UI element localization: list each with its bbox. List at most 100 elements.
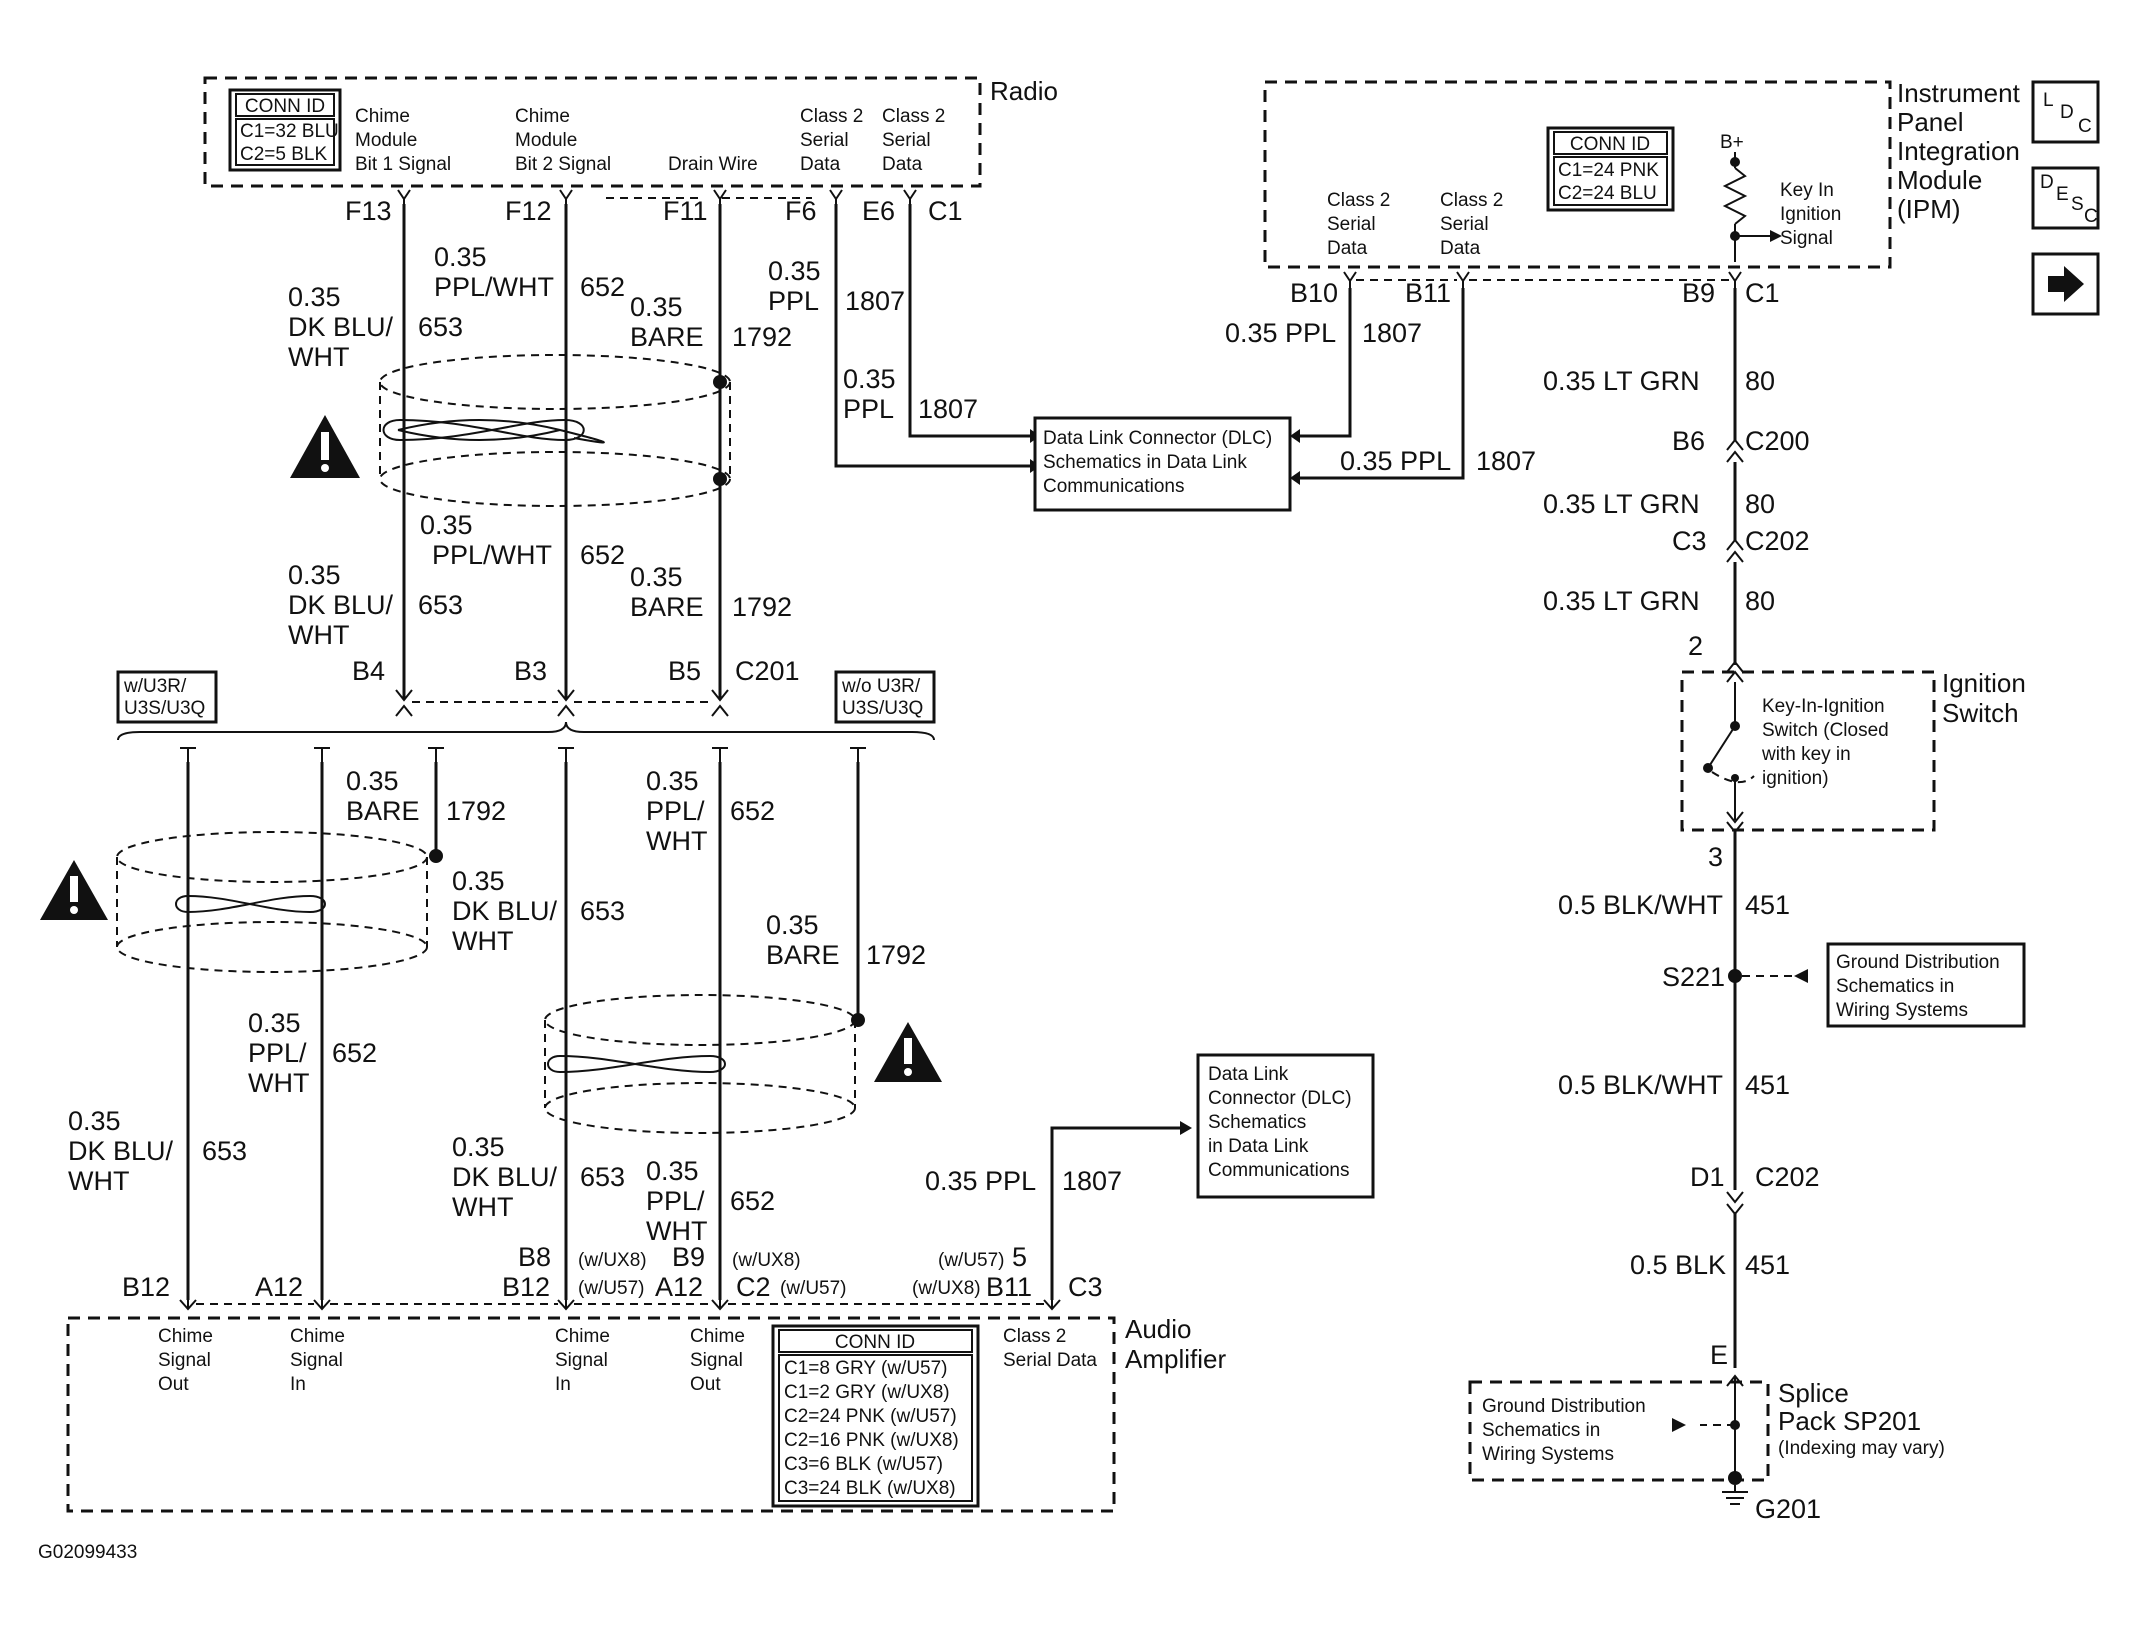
connector-pin: 2 [1688,631,1703,661]
next-arrow-icon[interactable] [2031,252,2100,316]
radio-pin: F12 [505,196,552,226]
ground-label: G201 [1755,1494,1821,1524]
audio-amplifier: Audio Amplifier Chime Signal Out Chime S… [66,1314,1226,1513]
amp-pin-desc: Class 2 [1003,1326,1066,1347]
wire-size-color: 0.5 BLK/WHT [1558,890,1723,920]
wire-size: 0.35 [646,766,699,796]
lower-shield-right [544,994,865,1134]
wire-number: 451 [1745,1250,1790,1280]
amp-conn-id-line: C1=8 GRY (w/U57) [784,1358,948,1379]
connector-label: C200 [1745,426,1810,456]
wire-number: 1792 [732,592,792,622]
desc-icon[interactable]: D E S C [2031,166,2100,230]
wire-size: 0.35 [452,866,505,896]
ipm-pin-label: Signal [1780,228,1833,249]
amp-pin-note: (w/UX8) [912,1278,981,1299]
ipm-title: Integration [1897,136,2020,166]
radio-pin: C1 [928,196,963,226]
radio-pin: F6 [785,196,817,226]
radio-pin-label: Class 2 [882,106,945,127]
ipm-title: Panel [1897,107,1964,137]
c201-pin: B3 [514,656,547,686]
radio-conn-id-header: CONN ID [245,96,325,117]
option-right: w/o U3R/ U3S/U3Q [834,670,936,724]
ground-box-text: Ground Distribution [1836,952,2000,973]
wire-number: 1807 [1062,1166,1122,1196]
dlc-box-text: Connector (DLC) [1208,1088,1352,1109]
wire-number: 451 [1745,890,1790,920]
amp-pin-desc: Chime [290,1326,345,1347]
splice-pack-sp201: Splice Pack SP201 (Indexing may vary) Gr… [1468,1378,1945,1482]
connector-label: C202 [1755,1162,1820,1192]
warning-icon [290,415,360,478]
c201-pin: B5 [668,656,701,686]
amp-conn-id-line: C2=24 PNK (w/U57) [784,1406,957,1427]
wire-number: 80 [1745,489,1775,519]
wire-color: DK BLU/ [68,1136,174,1166]
dlc-box-text: Data Link Connector (DLC) [1043,428,1272,449]
icon-letter: C [2078,116,2092,137]
radio-conn-id-line: C1=32 BLU [240,121,339,142]
ipm-conn-id: CONN ID C1=24 PNK C2=24 BLU [1546,126,1675,212]
wire-color: WHT [288,620,349,650]
ldc-icon[interactable]: L D C [2031,80,2100,144]
radio-pin-label: Chime [515,106,570,127]
radio-pin-label: Drain Wire [668,154,758,175]
ipm-resistor [1722,152,1782,262]
amp-pin-desc: Out [690,1374,721,1395]
ipm-bplus-label: B+ [1720,132,1744,153]
dlc-box-text: Schematics in Data Link [1043,452,1247,473]
option-label: w/U3R/ [123,676,187,697]
wire-size: 0.35 [346,766,399,796]
ipm-pin: B11 [1405,278,1451,308]
radio-pin: F11 [663,196,708,226]
amp-conn-id-line: C3=24 BLK (w/UX8) [784,1478,956,1499]
ipm-pin-label: Data [1327,238,1368,259]
dlc-box-text: Data Link [1208,1064,1289,1085]
wire-size-color: 0.35 PPL [1225,318,1336,348]
amp-pin-desc: Chime [158,1326,213,1347]
amp-pin-desc: Out [158,1374,189,1395]
wire-size: 0.35 [630,562,683,592]
splice-label: S221 [1662,962,1725,992]
wire-color: DK BLU/ [452,896,558,926]
amp-pin-desc: Signal [290,1350,343,1371]
ground-box-text: Wiring Systems [1482,1444,1614,1465]
amp-pin: 5 [1012,1242,1027,1272]
upper-shield [379,354,731,507]
radio-title: Radio [990,76,1058,106]
upper-wire-labels: 0.35 DK BLU/ WHT 653 0.35 PPL/WHT 652 0.… [288,242,978,686]
wire-number: 1807 [1476,446,1536,476]
wire-size-color: 0.35 LT GRN [1543,586,1700,616]
ipm-pin: B10 [1290,278,1338,308]
radio-component: Radio CONN ID C1=32 BLU C2=5 BLK Chime M… [203,76,1058,226]
wire-number: 1792 [866,940,926,970]
ipm-component: Instrument Panel Integration Module (IPM… [1263,78,2021,308]
ipm-pin-label: Serial [1440,214,1489,235]
wire-number: 1807 [1362,318,1422,348]
amp-pin-note: (w/U57) [578,1278,645,1299]
wire-color: BARE [346,796,420,826]
wire-number: 1807 [845,286,905,316]
wire-number: 653 [580,1162,625,1192]
ground-box-text: Schematics in [1836,976,1954,997]
radio-pin-label: Data [800,154,841,175]
radio-pin-label: Module [515,130,577,151]
ipm-title: Module [1897,165,1982,195]
wire-color: WHT [646,826,707,856]
splice-title: Splice [1778,1378,1849,1408]
ignition-switch: Ignition Switch Key-In-Ignition Switch (… [1680,668,2026,834]
option-label: U3S/U3Q [124,698,205,719]
amp-pin-note: (w/UX8) [578,1250,647,1271]
option-brace [117,721,935,741]
wire-color: PPL/ [646,796,705,826]
radio-pin-label: Class 2 [800,106,863,127]
wire-color: WHT [452,926,513,956]
amp-pin: B9 [672,1242,705,1272]
ipm-pin-label: Data [1440,238,1481,259]
amp-pin: B11 [986,1272,1032,1302]
right-chain-wires [1672,288,1808,1505]
ignition-desc: with key in [1761,744,1851,765]
wire-number: 653 [202,1136,247,1166]
wire-color: PPL [843,394,894,424]
